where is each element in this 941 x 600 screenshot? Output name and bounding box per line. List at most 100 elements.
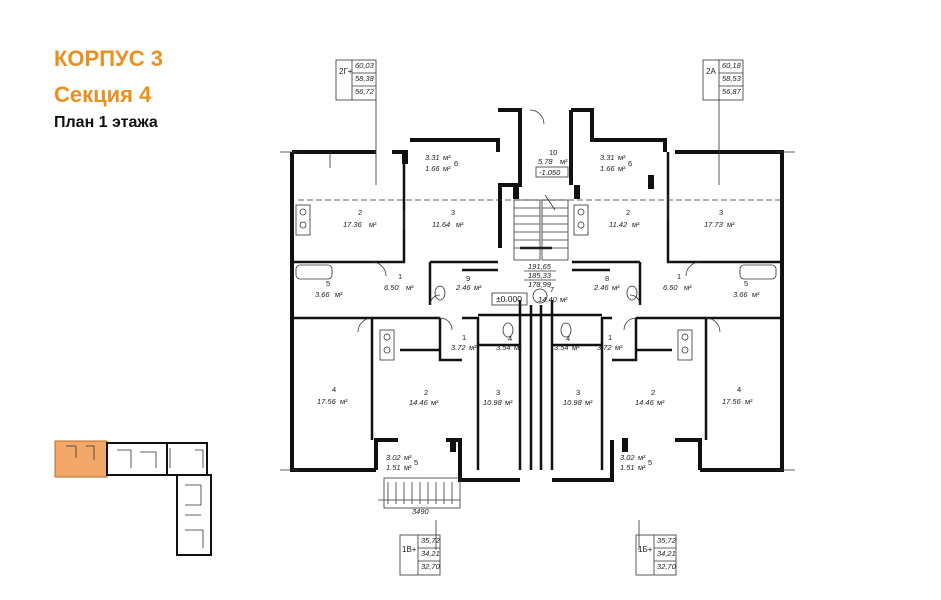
svg-text:м²: м² [335,290,343,299]
svg-text:м²: м² [514,343,522,352]
svg-text:м²: м² [632,220,640,229]
stove-icon [573,204,589,236]
svg-text:35,72: 35,72 [657,536,677,545]
svg-text:56,72: 56,72 [355,87,375,96]
svg-text:11.64: 11.64 [432,220,450,229]
svg-text:17.73: 17.73 [704,220,724,229]
svg-text:5.78: 5.78 [538,157,553,166]
svg-text:1В+: 1В+ [402,545,417,554]
svg-text:1.66: 1.66 [600,164,615,173]
svg-text:м²: м² [431,398,439,407]
svg-text:м²: м² [469,343,477,352]
svg-text:14.46: 14.46 [409,398,429,407]
svg-text:2А: 2А [706,67,716,76]
svg-text:5: 5 [326,279,330,288]
room-number: 2 [358,208,362,217]
svg-text:58,38: 58,38 [355,74,375,83]
stove-icon [295,204,311,236]
svg-text:1.51: 1.51 [386,463,401,472]
key-plan-section-2[interactable] [166,442,208,476]
svg-text:3: 3 [719,208,723,217]
svg-text:32,70: 32,70 [421,562,441,571]
apartment-label-bottom-right: 1Б+ 35,72 34,21 32,70 [635,534,677,576]
svg-text:14.46: 14.46 [635,398,655,407]
svg-text:м²: м² [585,398,593,407]
stove-icon [677,329,693,361]
apartment-label-top-left: 2Г+ 60,03 58,38 56,72 [335,59,377,101]
svg-text:м²: м² [638,453,646,462]
key-plan-section-3[interactable] [106,442,168,476]
svg-text:4: 4 [508,334,512,343]
svg-text:34,21: 34,21 [657,549,676,558]
svg-text:2.46: 2.46 [455,283,471,292]
svg-text:10.98: 10.98 [483,398,503,407]
room-area: 17.36 [343,220,363,229]
svg-text:1: 1 [608,333,612,342]
stair-dimension: 3490 [412,507,430,516]
floor-plan-subtitle: План 1 этажа [54,114,158,131]
svg-text:м²: м² [752,290,760,299]
ventilation-shaft-icon [450,438,456,452]
svg-text:±0.000: ±0.000 [496,294,522,304]
svg-text:м²: м² [727,220,735,229]
bathtub-icon [295,264,333,280]
svg-text:3.66: 3.66 [315,290,330,299]
svg-text:34,21: 34,21 [421,549,440,558]
toilet-icon [560,322,572,338]
svg-text:м²: м² [404,463,412,472]
stove-icon [379,329,395,361]
svg-text:14.40: 14.40 [538,295,558,304]
svg-text:5: 5 [744,279,748,288]
svg-text:м²: м² [443,164,451,173]
toilet-icon [434,285,446,301]
apartment-label-top-right: 2А 60,18 58,53 56,87 [702,59,744,101]
svg-text:3.31: 3.31 [600,153,615,162]
svg-text:1: 1 [462,333,466,342]
svg-text:м²: м² [560,157,568,166]
svg-text:м²: м² [456,220,464,229]
ventilation-shaft-icon [622,438,628,452]
key-plan [54,440,212,556]
building-title: КОРПУС 3 [54,46,163,71]
svg-text:60,18: 60,18 [722,61,742,70]
svg-text:1: 1 [398,272,402,281]
svg-text:56,87: 56,87 [722,87,742,96]
svg-text:3.72: 3.72 [451,343,466,352]
svg-text:м²: м² [745,397,753,406]
svg-text:11.42: 11.42 [609,220,628,229]
room-labels: 2 17.36 м² 3 11.64 м² 3.31 м² 1.66 м² 6 … [315,148,760,516]
svg-text:32,70: 32,70 [657,562,677,571]
svg-text:5: 5 [414,458,418,467]
svg-text:10.98: 10.98 [563,398,583,407]
svg-text:м²: м² [560,295,568,304]
toilet-icon [626,285,638,301]
svg-text:м²: м² [684,283,692,292]
svg-text:м²: м² [505,398,513,407]
apartment-label-bottom-left: 1В+ 35,72 34,21 32,70 [399,534,441,576]
svg-text:3.54: 3.54 [554,343,569,352]
section-total-areas: 191,65 185,33 178,99 [524,262,556,289]
bathtub-icon [739,264,777,280]
svg-text:6: 6 [628,159,632,168]
svg-text:8: 8 [605,274,609,283]
svg-text:3: 3 [576,388,580,397]
svg-text:3.31: 3.31 [425,153,440,162]
svg-text:м²: м² [638,463,646,472]
ventilation-shaft-icon [648,175,654,189]
svg-text:6: 6 [454,159,458,168]
svg-text:6.50: 6.50 [384,283,399,292]
key-plan-highlighted-section[interactable] [54,440,108,478]
svg-text:17.56: 17.56 [722,397,742,406]
key-plan-section-1[interactable] [176,474,212,556]
svg-text:4: 4 [332,385,336,394]
svg-text:4: 4 [737,385,741,394]
svg-text:м²: м² [657,398,665,407]
svg-text:2Г+: 2Г+ [339,67,353,76]
svg-text:м²: м² [618,153,626,162]
svg-text:м²: м² [443,153,451,162]
svg-text:6.50: 6.50 [663,283,678,292]
svg-text:3.02: 3.02 [620,453,635,462]
svg-text:35,72: 35,72 [421,536,441,545]
door-swings [357,109,721,333]
svg-text:10: 10 [549,148,557,157]
